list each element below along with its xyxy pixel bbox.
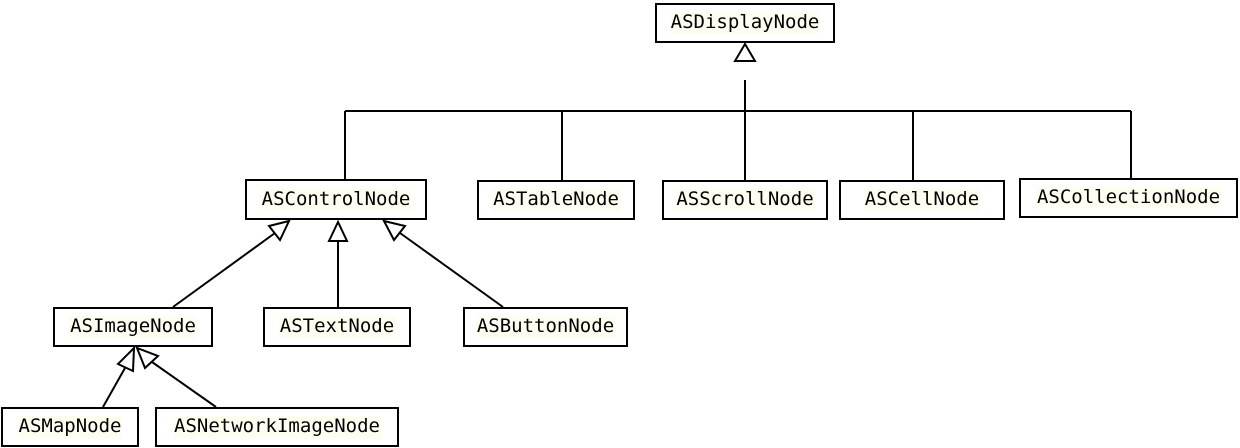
node-label: ASControlNode <box>260 187 412 211</box>
node-asdisplaynode: ASDisplayNode <box>655 3 835 43</box>
node-ascollectionnode: ASCollectionNode <box>1019 178 1238 218</box>
inheritance-arrowhead-asmapnode <box>116 345 136 373</box>
node-label: ASDisplayNode <box>669 11 821 34</box>
node-label: ASCollectionNode <box>1035 186 1222 209</box>
inheritance-arrowhead-asdisplaynode <box>733 42 757 62</box>
node-ascellnode: ASCellNode <box>839 180 1005 220</box>
node-label: ASTableNode <box>492 188 620 211</box>
node-asscrollnode: ASScrollNode <box>662 180 828 220</box>
node-label: ASScrollNode <box>675 188 815 211</box>
inheritance-arrowhead-astextnode <box>327 219 349 242</box>
connector-asmapnode <box>102 367 126 408</box>
connector-asbuttonnode <box>399 232 504 308</box>
node-label: ASTextNode <box>278 315 396 338</box>
node-asnetworkimagenode: ASNetworkImageNode <box>155 407 399 447</box>
inheritance-arrowhead-asnetworkimagenode <box>135 346 160 370</box>
node-ascontrolnode: ASControlNode <box>245 179 427 220</box>
connector-asimagenode <box>172 232 276 308</box>
node-asbuttonnode: ASButtonNode <box>463 307 628 347</box>
node-label: ASImageNode <box>69 315 197 338</box>
node-label: ASCellNode <box>863 188 981 211</box>
connector-asnetworkimagenode <box>151 361 217 408</box>
inheritance-arrowhead-asbuttonnode <box>382 219 407 242</box>
node-astablenode: ASTableNode <box>477 180 635 220</box>
node-label: ASButtonNode <box>475 315 616 338</box>
node-label: ASNetworkImageNode <box>173 415 381 438</box>
inheritance-arrowhead-asimagenode <box>267 219 291 242</box>
node-astextnode: ASTextNode <box>263 307 411 347</box>
node-asmapnode: ASMapNode <box>1 407 139 447</box>
node-asimagenode: ASImageNode <box>53 307 213 347</box>
node-label: ASMapNode <box>17 415 123 438</box>
